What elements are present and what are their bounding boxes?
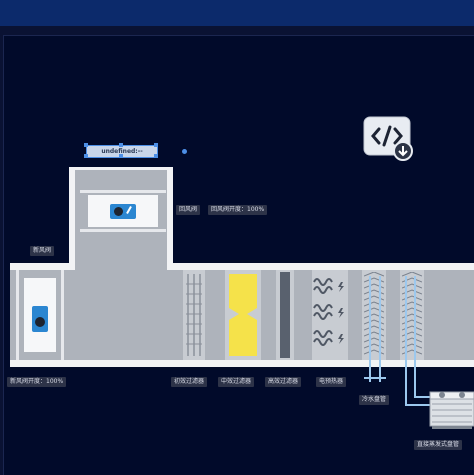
dx-coil[interactable] [400, 270, 424, 360]
code-download-icon[interactable] [363, 116, 413, 162]
outdoor-unit-icon [428, 390, 474, 430]
duct-joint [75, 262, 167, 272]
resize-handle[interactable] [154, 143, 158, 147]
dx-pipe [414, 276, 416, 398]
coil-pipe [379, 276, 381, 382]
electric-heater-label: 电预热器 [316, 377, 347, 387]
top-bar [0, 0, 474, 26]
hepa-filter[interactable] [276, 270, 294, 360]
fresh-damper[interactable] [16, 270, 64, 360]
damper-actuator-icon [110, 204, 136, 219]
resize-handle[interactable] [119, 143, 123, 147]
medium-filter[interactable] [225, 270, 261, 360]
coil-pipe [364, 377, 386, 379]
fresh-damper-opening: 新风阀开度：100% [7, 377, 67, 387]
resize-handle[interactable] [84, 143, 88, 147]
resize-handle[interactable] [154, 154, 158, 158]
dx-coil-label: 直接蒸发式盘管 [414, 440, 463, 450]
electric-heater[interactable] [312, 270, 348, 360]
dx-pipe [405, 404, 431, 406]
resize-handle[interactable] [119, 154, 123, 158]
primary-filter-label: 初效过滤器 [171, 377, 208, 387]
primary-filter[interactable] [183, 270, 205, 360]
rotate-handle[interactable] [182, 149, 187, 154]
return-damper-label: 回风阀 [176, 205, 201, 215]
dx-pipe [414, 396, 431, 398]
hepa-filter-label: 高效过滤器 [265, 377, 302, 387]
resize-handle[interactable] [84, 154, 88, 158]
medium-filter-label: 中效过滤器 [218, 377, 255, 387]
chilled-water-coil-label: 冷水盘管 [359, 395, 390, 405]
return-damper-opening: 回风阀开度：100% [208, 205, 268, 215]
dx-pipe [405, 276, 407, 406]
coil-pipe [369, 276, 371, 382]
return-damper[interactable] [80, 190, 166, 232]
damper-actuator-icon [32, 306, 48, 332]
fresh-damper-label: 新风阀 [30, 246, 55, 256]
chilled-water-coil[interactable] [362, 270, 386, 360]
